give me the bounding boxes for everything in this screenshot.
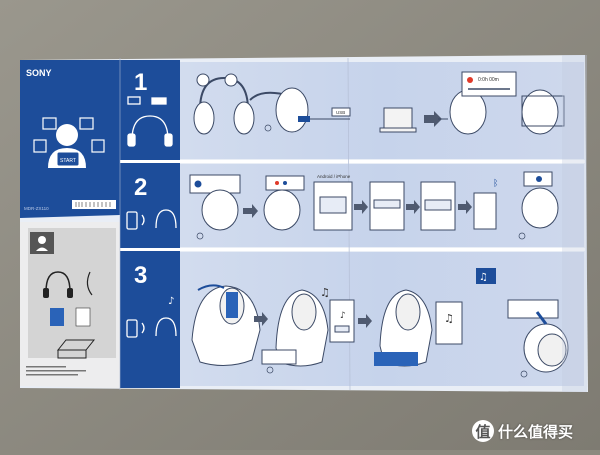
charge-icon — [127, 96, 141, 105]
row-divider — [120, 248, 585, 251]
step-2-number: 2 — [134, 174, 147, 201]
usb-icon — [79, 117, 94, 130]
phone-icon — [126, 211, 138, 230]
edge-shadow — [562, 55, 587, 392]
usb-plug-icon — [151, 97, 167, 105]
music-icon — [91, 139, 105, 153]
usb-connector-label: USB — [336, 110, 345, 115]
step-column — [120, 60, 180, 388]
phone-music-icon — [126, 319, 138, 338]
step-1-number: 1 — [134, 69, 147, 96]
cable-icon — [86, 271, 93, 296]
music-note-icon: ♪ — [168, 296, 174, 307]
step-3-number: 3 — [134, 262, 147, 289]
music-note-icon: ♪ — [340, 311, 346, 321]
music-note-icon: ♫ — [320, 286, 330, 299]
start-button-label: START — [60, 158, 76, 164]
barcode — [75, 202, 111, 207]
music-note-icon: ♫ — [444, 312, 454, 325]
contents-illustration — [30, 232, 96, 359]
model-code: MDR-ZX110 — [24, 206, 49, 211]
platform-label: Android / iPhone — [317, 174, 351, 179]
warranty-icon — [75, 307, 91, 327]
music-note-icon: ♫ — [479, 272, 488, 283]
fine-print — [26, 366, 86, 376]
bluetooth-icon: ᛒ — [493, 178, 498, 189]
row-divider — [120, 160, 585, 163]
headphones-icon — [155, 317, 177, 337]
brand-logo: SONY — [26, 68, 52, 78]
headphones-icon — [155, 209, 177, 229]
headphones-icon — [45, 271, 71, 293]
step-1-illustrations — [193, 71, 565, 135]
headphones-icon — [131, 115, 169, 141]
help-icon — [33, 139, 47, 153]
watermark-badge: 值 — [472, 420, 494, 442]
manual-icon — [50, 308, 64, 326]
registration-marks — [196, 124, 528, 378]
signal-icon — [141, 214, 145, 226]
rotate-arrow-icon — [197, 284, 225, 291]
watermark-text: 什么值得买 — [498, 422, 574, 441]
arrow-icon — [424, 111, 442, 127]
power-icon — [42, 117, 57, 130]
start-illustration: START — [33, 117, 105, 168]
music-skip-icon — [476, 268, 496, 284]
step-2-illustrations — [189, 171, 559, 231]
watermark: 值 什么值得买 — [472, 418, 573, 444]
step-3-illustrations — [191, 268, 569, 373]
timer-display: 0:0h 00m — [478, 77, 499, 83]
